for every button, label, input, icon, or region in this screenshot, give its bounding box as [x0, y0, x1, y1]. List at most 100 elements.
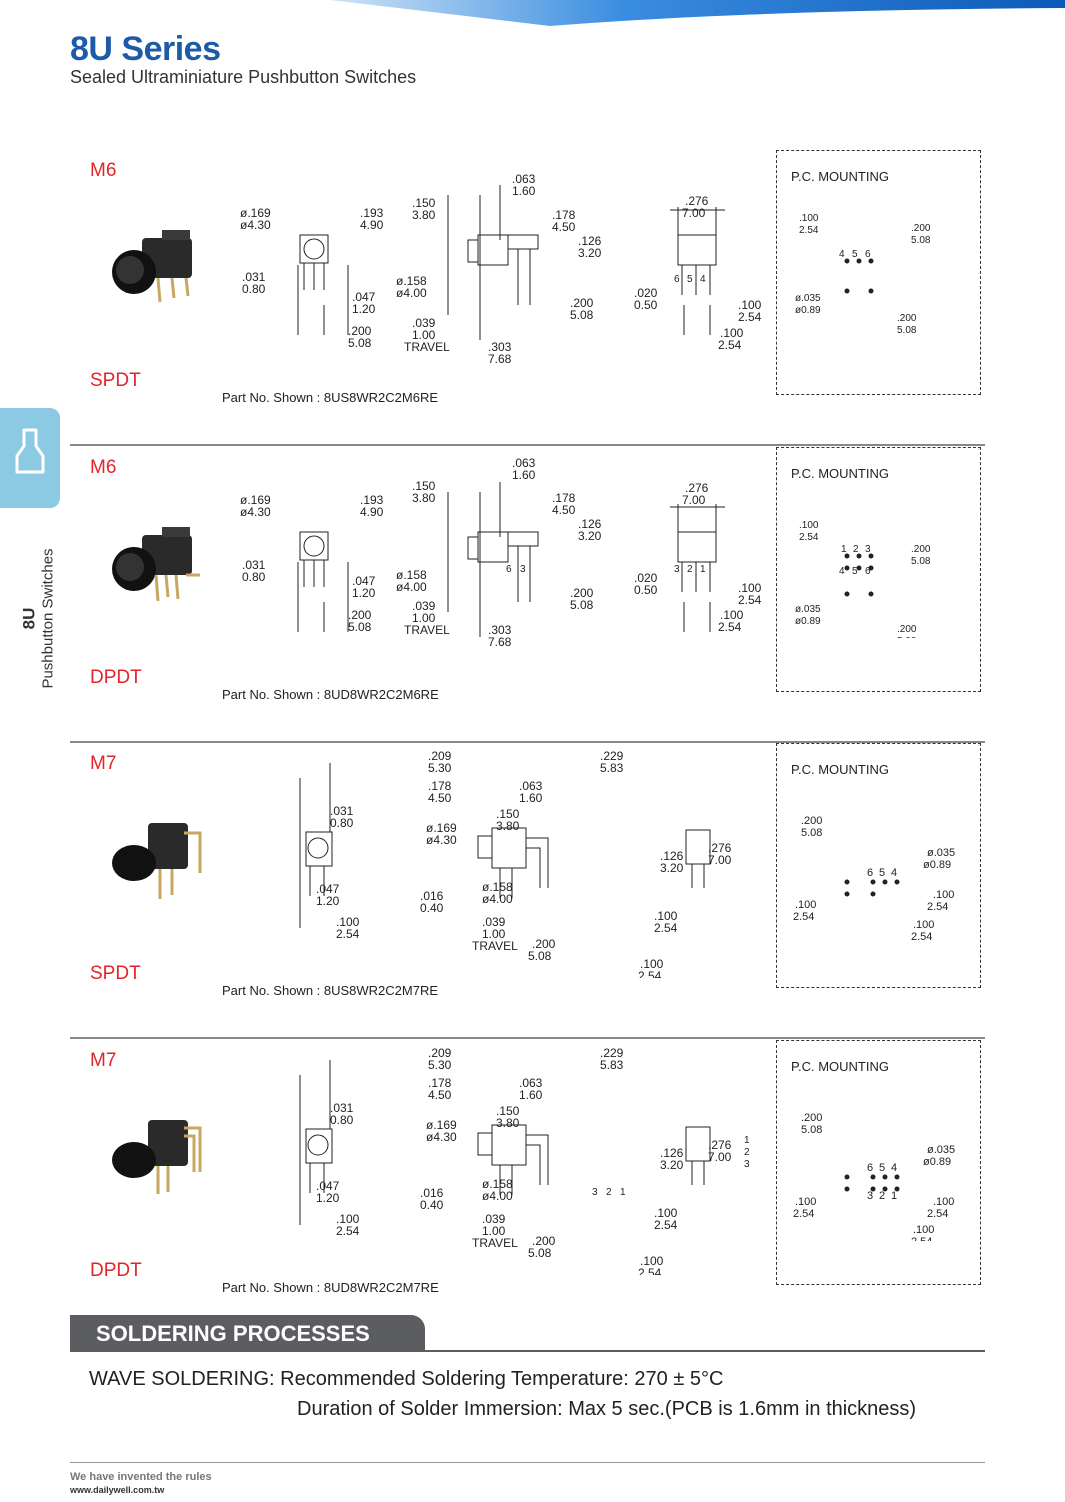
pushbutton-icon — [15, 428, 45, 474]
svg-text:6: 6 — [865, 249, 871, 260]
svg-text:4.50: 4.50 — [428, 791, 452, 805]
svg-text:2: 2 — [687, 564, 693, 575]
svg-text:.200: .200 — [532, 1234, 556, 1248]
pole-label: SPDT — [90, 963, 141, 984]
svg-text:1.60: 1.60 — [519, 1088, 543, 1102]
svg-text:ø4.00: ø4.00 — [482, 892, 513, 906]
svg-text:5.08: 5.08 — [528, 1246, 552, 1260]
svg-text:2: 2 — [744, 1147, 750, 1158]
svg-text:.200: .200 — [897, 313, 917, 324]
soldering-heading: SOLDERING PROCESSES — [70, 1315, 425, 1351]
svg-text:2.54: 2.54 — [738, 593, 762, 607]
svg-text:.178: .178 — [552, 491, 576, 505]
model-label: M6 — [90, 457, 117, 478]
svg-text:5: 5 — [852, 249, 858, 260]
svg-text:2.54: 2.54 — [638, 1266, 662, 1275]
svg-text:2.54: 2.54 — [799, 225, 819, 236]
svg-text:.200: .200 — [570, 296, 594, 310]
svg-text:7.00: 7.00 — [708, 1150, 732, 1164]
svg-text:ø4.30: ø4.30 — [240, 218, 271, 232]
svg-text:.100: .100 — [933, 889, 954, 901]
svg-text:4: 4 — [700, 274, 706, 285]
svg-text:.193: .193 — [360, 206, 384, 220]
svg-text:5.08: 5.08 — [570, 598, 594, 612]
svg-text:6: 6 — [674, 274, 680, 285]
svg-text:ø0.89: ø0.89 — [795, 305, 821, 316]
section-m7-spdt: M7 SPDT Part No. Shown : 8US8WR2C2M7RE .… — [70, 743, 985, 1039]
svg-text:.303: .303 — [488, 340, 512, 354]
svg-text:.150: .150 — [496, 807, 520, 821]
svg-text:2.54: 2.54 — [793, 911, 814, 923]
svg-text:.100: .100 — [336, 915, 360, 929]
section-m7-dpdt: M7 DPDT Part No. Shown : 8UD8WR2C2M7RE .… — [70, 1040, 985, 1336]
switch-photo — [112, 1120, 202, 1194]
svg-text:1: 1 — [841, 544, 847, 555]
svg-text:.020: .020 — [634, 286, 658, 300]
svg-text:ø.169: ø.169 — [240, 206, 271, 220]
svg-text:.100: .100 — [654, 909, 678, 923]
pole-label: SPDT — [90, 370, 141, 391]
svg-text:.126: .126 — [578, 517, 602, 531]
svg-text:TRAVEL: TRAVEL — [404, 623, 450, 637]
svg-text:0.80: 0.80 — [330, 816, 354, 830]
svg-text:.276: .276 — [708, 841, 732, 855]
svg-text:.016: .016 — [420, 1186, 444, 1200]
svg-text:0.40: 0.40 — [420, 901, 444, 915]
svg-text:.200: .200 — [348, 324, 372, 338]
svg-text:6: 6 — [865, 566, 871, 577]
svg-text:1.60: 1.60 — [519, 791, 543, 805]
svg-text:5.08: 5.08 — [897, 636, 917, 638]
svg-text:ø4.00: ø4.00 — [482, 1189, 513, 1203]
header-banner — [330, 0, 1065, 26]
pc-mounting-label: P.C. MOUNTING — [791, 466, 889, 481]
svg-text:ø.158: ø.158 — [396, 568, 427, 582]
svg-text:.126: .126 — [660, 849, 684, 863]
model-label: M7 — [90, 1050, 117, 1071]
svg-text:5.08: 5.08 — [801, 827, 822, 839]
category-tab — [0, 408, 60, 508]
svg-text:1: 1 — [620, 1187, 626, 1198]
svg-text:.100: .100 — [913, 919, 934, 931]
svg-text:2.54: 2.54 — [927, 901, 948, 913]
svg-text:5.08: 5.08 — [897, 325, 917, 336]
svg-text:7.00: 7.00 — [682, 206, 706, 220]
svg-text:5.08: 5.08 — [348, 336, 372, 350]
svg-text:1.20: 1.20 — [352, 586, 376, 600]
svg-text:.100: .100 — [336, 1212, 360, 1226]
svg-text:ø.158: ø.158 — [396, 274, 427, 288]
svg-text:4: 4 — [839, 566, 845, 577]
svg-text:2.54: 2.54 — [911, 1236, 932, 1241]
svg-text:1.20: 1.20 — [316, 1191, 340, 1205]
svg-text:3.80: 3.80 — [412, 208, 436, 222]
svg-text:ø.169: ø.169 — [426, 1118, 457, 1132]
svg-text:3: 3 — [867, 1190, 873, 1202]
svg-text:1.60: 1.60 — [512, 468, 536, 482]
svg-text:4.50: 4.50 — [552, 220, 576, 234]
svg-text:0.50: 0.50 — [634, 298, 658, 312]
svg-text:.047: .047 — [316, 882, 340, 896]
svg-text:.063: .063 — [512, 456, 536, 470]
svg-text:TRAVEL: TRAVEL — [472, 1236, 518, 1250]
svg-text:.150: .150 — [496, 1104, 520, 1118]
svg-text:7.68: 7.68 — [488, 635, 512, 649]
svg-text:.039: .039 — [482, 1212, 506, 1226]
svg-text:.100: .100 — [640, 957, 664, 971]
svg-text:6: 6 — [867, 1162, 873, 1174]
svg-text:2.54: 2.54 — [654, 921, 678, 935]
svg-text:5.83: 5.83 — [600, 761, 624, 775]
svg-text:.100: .100 — [799, 213, 819, 224]
svg-text:.031: .031 — [242, 270, 266, 284]
svg-text:3.20: 3.20 — [578, 246, 602, 260]
svg-text:2: 2 — [879, 1190, 885, 1202]
svg-text:1: 1 — [891, 1190, 897, 1202]
svg-text:1.00: 1.00 — [412, 611, 436, 625]
part-number: Part No. Shown : 8UD8WR2C2M7RE — [222, 1280, 439, 1295]
svg-text:2.54: 2.54 — [738, 310, 762, 324]
svg-text:2.54: 2.54 — [799, 532, 819, 543]
svg-text:.178: .178 — [552, 208, 576, 222]
svg-text:2.54: 2.54 — [718, 338, 742, 352]
svg-text:5.08: 5.08 — [348, 620, 372, 634]
